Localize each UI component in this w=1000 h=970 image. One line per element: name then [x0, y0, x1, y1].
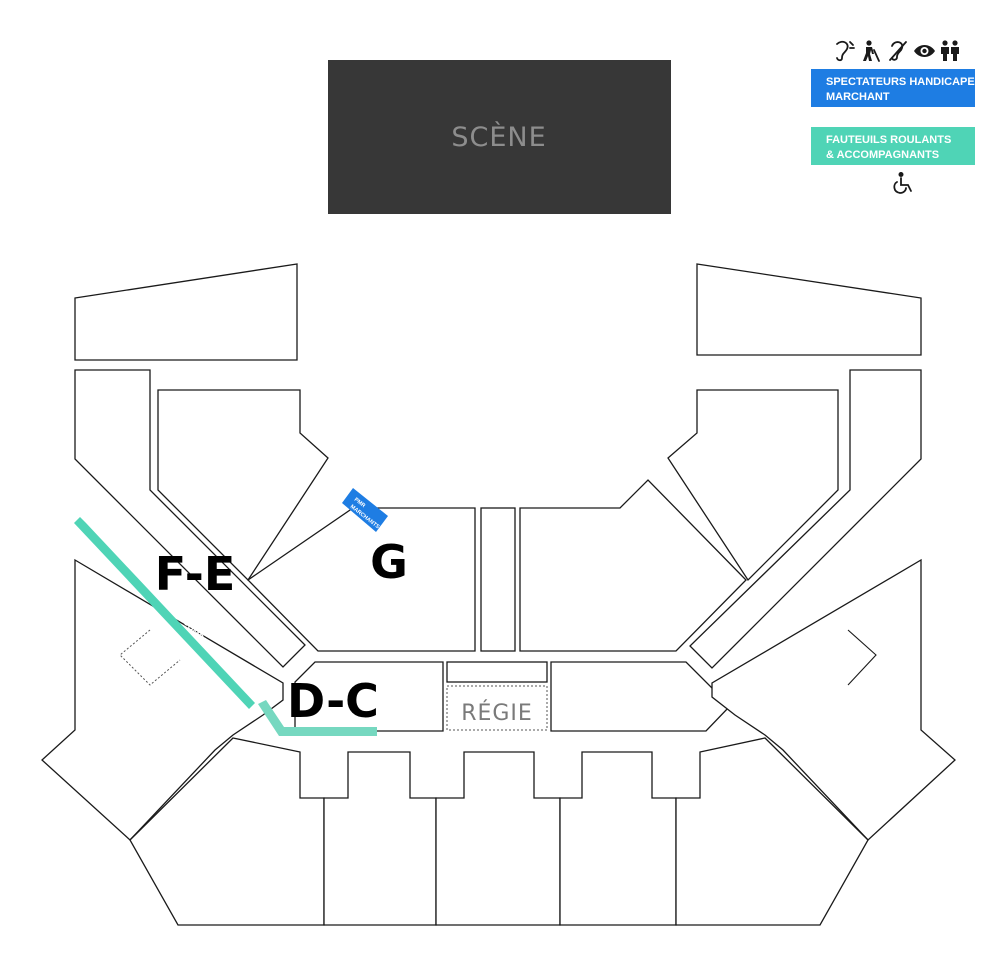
legend-walking-line1: SPECTATEURS HANDICAPES [826, 76, 982, 88]
deaf-icon [889, 41, 907, 61]
regie-label: RÉGIE [461, 700, 533, 726]
center-aisle-block[interactable] [480, 507, 516, 652]
lower-right-block[interactable] [711, 558, 956, 841]
wheelchair-band-dc[interactable] [258, 700, 377, 736]
legend-walking-swatch [811, 69, 975, 107]
right-inner-block[interactable] [667, 389, 839, 582]
upper-left-block[interactable] [74, 263, 298, 361]
bottom-block-3[interactable] [435, 751, 561, 926]
legend-wheelchair: FAUTEUILS ROULANTS & ACCOMPAGNANTS [811, 127, 975, 165]
wheelchair-icon [893, 172, 912, 194]
stage [328, 60, 671, 214]
section-fe-block[interactable] [74, 369, 306, 668]
bottom-block-2[interactable] [323, 751, 437, 926]
upper-right-block[interactable] [696, 263, 922, 356]
legend-wheelchair-line2: & ACCOMPAGNANTS [826, 149, 939, 161]
bottom-block-4[interactable] [559, 751, 677, 926]
bottom-block-5[interactable] [675, 737, 869, 926]
stage-label: SCÈNE [451, 121, 546, 153]
left-inner-block[interactable] [157, 389, 329, 582]
center-right-block[interactable] [519, 479, 747, 652]
section-label-dc: D-C [287, 674, 379, 728]
section-g-block[interactable] [246, 507, 476, 652]
legend-walking: SPECTATEURS HANDICAPES MARCHANT [811, 69, 982, 107]
right-outer-block[interactable] [689, 369, 922, 669]
lower-right-notch [847, 629, 877, 686]
companions-icon [941, 40, 959, 61]
regie-dotted-frame [446, 685, 548, 731]
blind-with-cane-icon [863, 40, 880, 62]
legend-wheelchair-swatch [811, 127, 975, 165]
lower-left-block[interactable] [41, 558, 284, 841]
legend-walking-line2: MARCHANT [826, 91, 890, 103]
right-front-block[interactable] [550, 661, 731, 732]
legend-wheelchair-line1: FAUTEUILS ROULANTS [826, 134, 951, 146]
section-label-fe: F-E [155, 547, 236, 601]
visual-impairment-icon [914, 45, 935, 57]
regie-top-block [446, 661, 548, 683]
hearing-impaired-icon [836, 40, 855, 62]
section-label-g: G [370, 535, 408, 589]
lower-left-dotted-notch [119, 629, 181, 686]
